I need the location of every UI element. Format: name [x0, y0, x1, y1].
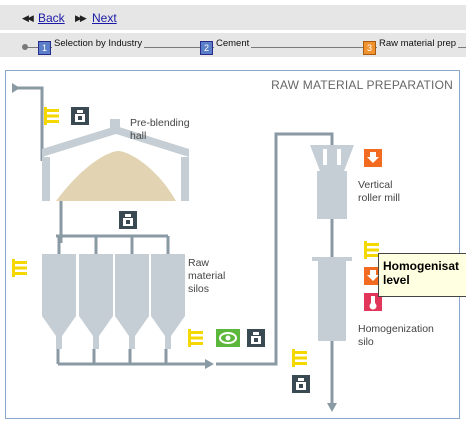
temperature-icon — [364, 293, 382, 311]
preblending-hall-label: Pre-blending hall — [130, 117, 190, 142]
process-diagram-graphic — [12, 83, 382, 412]
process-diagram: RAW MATERIAL PREPARATION Pre-blending ha… — [5, 70, 460, 419]
step-1-number[interactable]: 1 — [38, 41, 51, 55]
level-icon — [12, 259, 30, 277]
weighing-icon — [119, 211, 137, 229]
step-3-number[interactable]: 3 — [363, 41, 376, 55]
breadcrumb-start-dot — [22, 44, 28, 50]
step-1-label[interactable]: Selection by Industry — [52, 38, 145, 49]
orange-device-icon — [364, 149, 382, 167]
step-2-number[interactable]: 2 — [200, 41, 213, 55]
back-link[interactable]: Back — [38, 11, 65, 25]
next-arrow-icon[interactable]: ▶▶ — [75, 13, 87, 23]
level-icon — [292, 349, 310, 367]
back-arrow-icon[interactable]: ◀◀ — [22, 13, 34, 23]
weighing-icon — [292, 375, 310, 393]
navigation-bar: ◀◀ Back ▶▶ Next — [0, 5, 466, 30]
step-2-label[interactable]: Cement — [214, 38, 252, 49]
diagram-title: RAW MATERIAL PREPARATION — [271, 78, 453, 92]
homogenization-silo-label: Homogenization silo — [358, 323, 434, 348]
level-icon — [188, 329, 206, 347]
breadcrumb: 1 Selection by Industry 2 Cement 3 Raw m… — [0, 33, 466, 57]
raw-material-silos-label: Raw material silos — [188, 257, 226, 295]
weighing-icon — [71, 107, 89, 125]
level-icon — [44, 107, 62, 125]
weighing-icon — [247, 329, 265, 347]
homogenisation-level-tooltip: Homogenisat level — [378, 253, 466, 297]
green-flow-icon — [216, 329, 240, 347]
vertical-roller-mill-label: Vertical roller mill — [358, 179, 400, 204]
next-link[interactable]: Next — [92, 11, 117, 25]
step-3-label[interactable]: Raw material prep — [377, 38, 459, 49]
